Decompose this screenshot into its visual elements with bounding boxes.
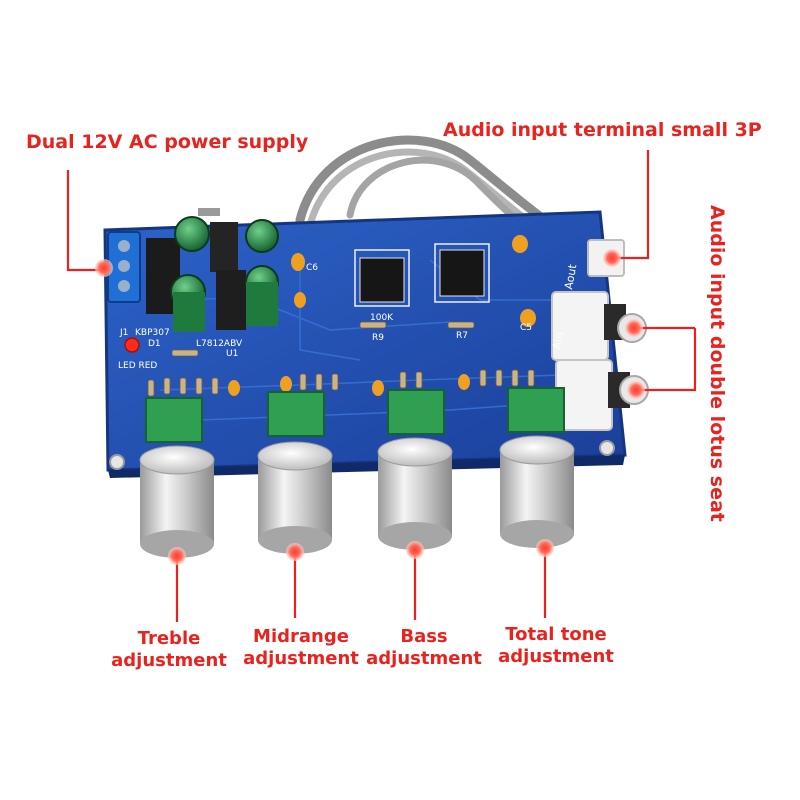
silk-j1: J1 <box>119 328 128 338</box>
silk-r7: R7 <box>456 331 468 341</box>
silk-d1: D1 <box>148 339 161 349</box>
silk-100k: 100K <box>370 313 394 323</box>
knob-treble <box>139 445 215 558</box>
label-total-tone-line2: adjustment <box>498 645 614 667</box>
label-bass-line1: Bass <box>400 626 448 647</box>
silk-c6: C6 <box>306 263 318 273</box>
silk-r9: R9 <box>372 333 384 343</box>
electrolytic-capacitors <box>170 216 279 332</box>
callout-lines <box>66 150 697 622</box>
label-bass-line2: adjustment <box>366 647 482 669</box>
silk-u1: U1 <box>226 349 238 359</box>
potentiometers <box>145 387 565 443</box>
label-bass: Bass adjustment <box>364 626 484 669</box>
silkscreen-text: J1 KBP307 D1 LED RED L7812ABV U1 R9 R7 1… <box>118 263 579 371</box>
label-total-tone-line1: Total tone <box>505 624 607 645</box>
ceramic-capacitors <box>228 235 536 396</box>
op-amp-ics <box>354 243 490 307</box>
silk-kbp: KBP307 <box>135 328 170 338</box>
silk-c5: C5 <box>520 323 532 333</box>
callout-dots <box>95 249 645 565</box>
resistor-row <box>147 321 535 397</box>
knob-midrange <box>257 441 333 554</box>
knob-bass <box>377 437 453 550</box>
power-terminal <box>107 231 141 303</box>
label-audio-input-lotus: Audio input double lotus seat <box>706 205 728 522</box>
label-treble: Treble adjustment <box>110 628 228 671</box>
silk-led: LED RED <box>118 361 157 371</box>
silk-reg: L7812ABV <box>196 339 243 349</box>
label-audio-input-3p: Audio input terminal small 3P <box>443 119 762 141</box>
mount-hole <box>599 440 615 456</box>
silk-ain: Ain <box>550 331 566 351</box>
led-red <box>124 337 140 353</box>
label-treble-line1: Treble <box>137 628 201 649</box>
label-midrange: Midrange adjustment <box>242 626 360 669</box>
rectifier-and-regulators <box>146 208 246 330</box>
label-power-supply: Dual 12V AC power supply <box>26 131 309 153</box>
label-total-tone: Total tone adjustment <box>496 624 616 667</box>
silk-aout: Aout <box>562 263 579 291</box>
label-treble-line2: adjustment <box>111 649 227 671</box>
knob-total-tone <box>499 435 575 548</box>
label-midrange-line2: adjustment <box>243 647 359 669</box>
label-midrange-line1: Midrange <box>253 626 349 647</box>
mount-hole <box>109 454 125 470</box>
